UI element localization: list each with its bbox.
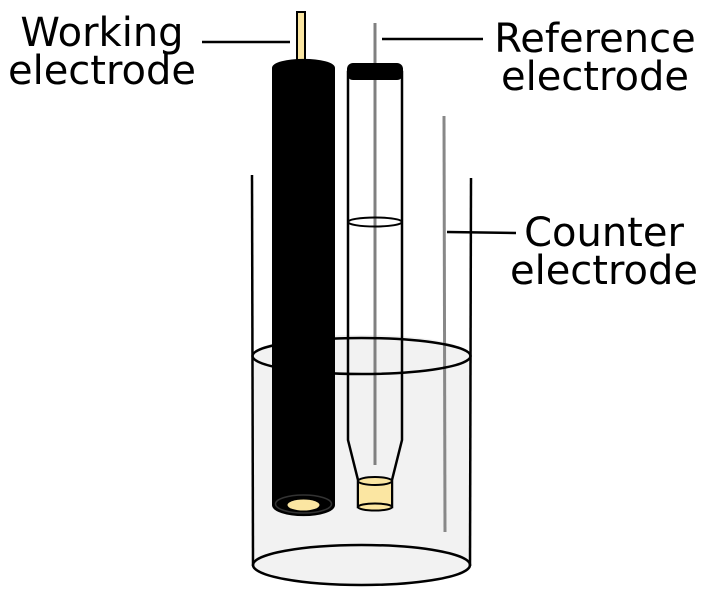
beaker-right-wall bbox=[468, 177, 473, 567]
working-body bbox=[272, 58, 335, 517]
working-label-line1: Working bbox=[20, 10, 184, 56]
reference-inner-seal bbox=[347, 216, 403, 228]
working-electrode-label: Working electrode bbox=[4, 10, 200, 94]
reference-cap bbox=[347, 63, 403, 80]
reference-label-line1: Reference bbox=[494, 16, 696, 62]
beaker-left-wall bbox=[250, 174, 255, 567]
working-electrode bbox=[272, 11, 335, 517]
counter-label-line2: electrode bbox=[509, 248, 699, 294]
working-lead bbox=[296, 11, 306, 65]
reference-frit-bottom bbox=[357, 502, 393, 512]
reference-label-line2: electrode bbox=[500, 54, 690, 100]
counter-leader-line bbox=[446, 230, 517, 235]
counter-electrode-wire bbox=[442, 115, 447, 533]
reference-electrode-label: Reference electrode bbox=[492, 16, 698, 100]
working-label-line2: electrode bbox=[7, 48, 197, 94]
beaker-top-rim bbox=[251, 336, 472, 376]
counter-electrode-label: Counter electrode bbox=[508, 210, 700, 294]
beaker-bottom bbox=[251, 543, 472, 587]
reference-frit-top bbox=[357, 476, 393, 486]
counter-label-line1: Counter bbox=[524, 210, 684, 256]
reference-electrode bbox=[346, 23, 404, 512]
working-tip-disk bbox=[287, 499, 320, 511]
